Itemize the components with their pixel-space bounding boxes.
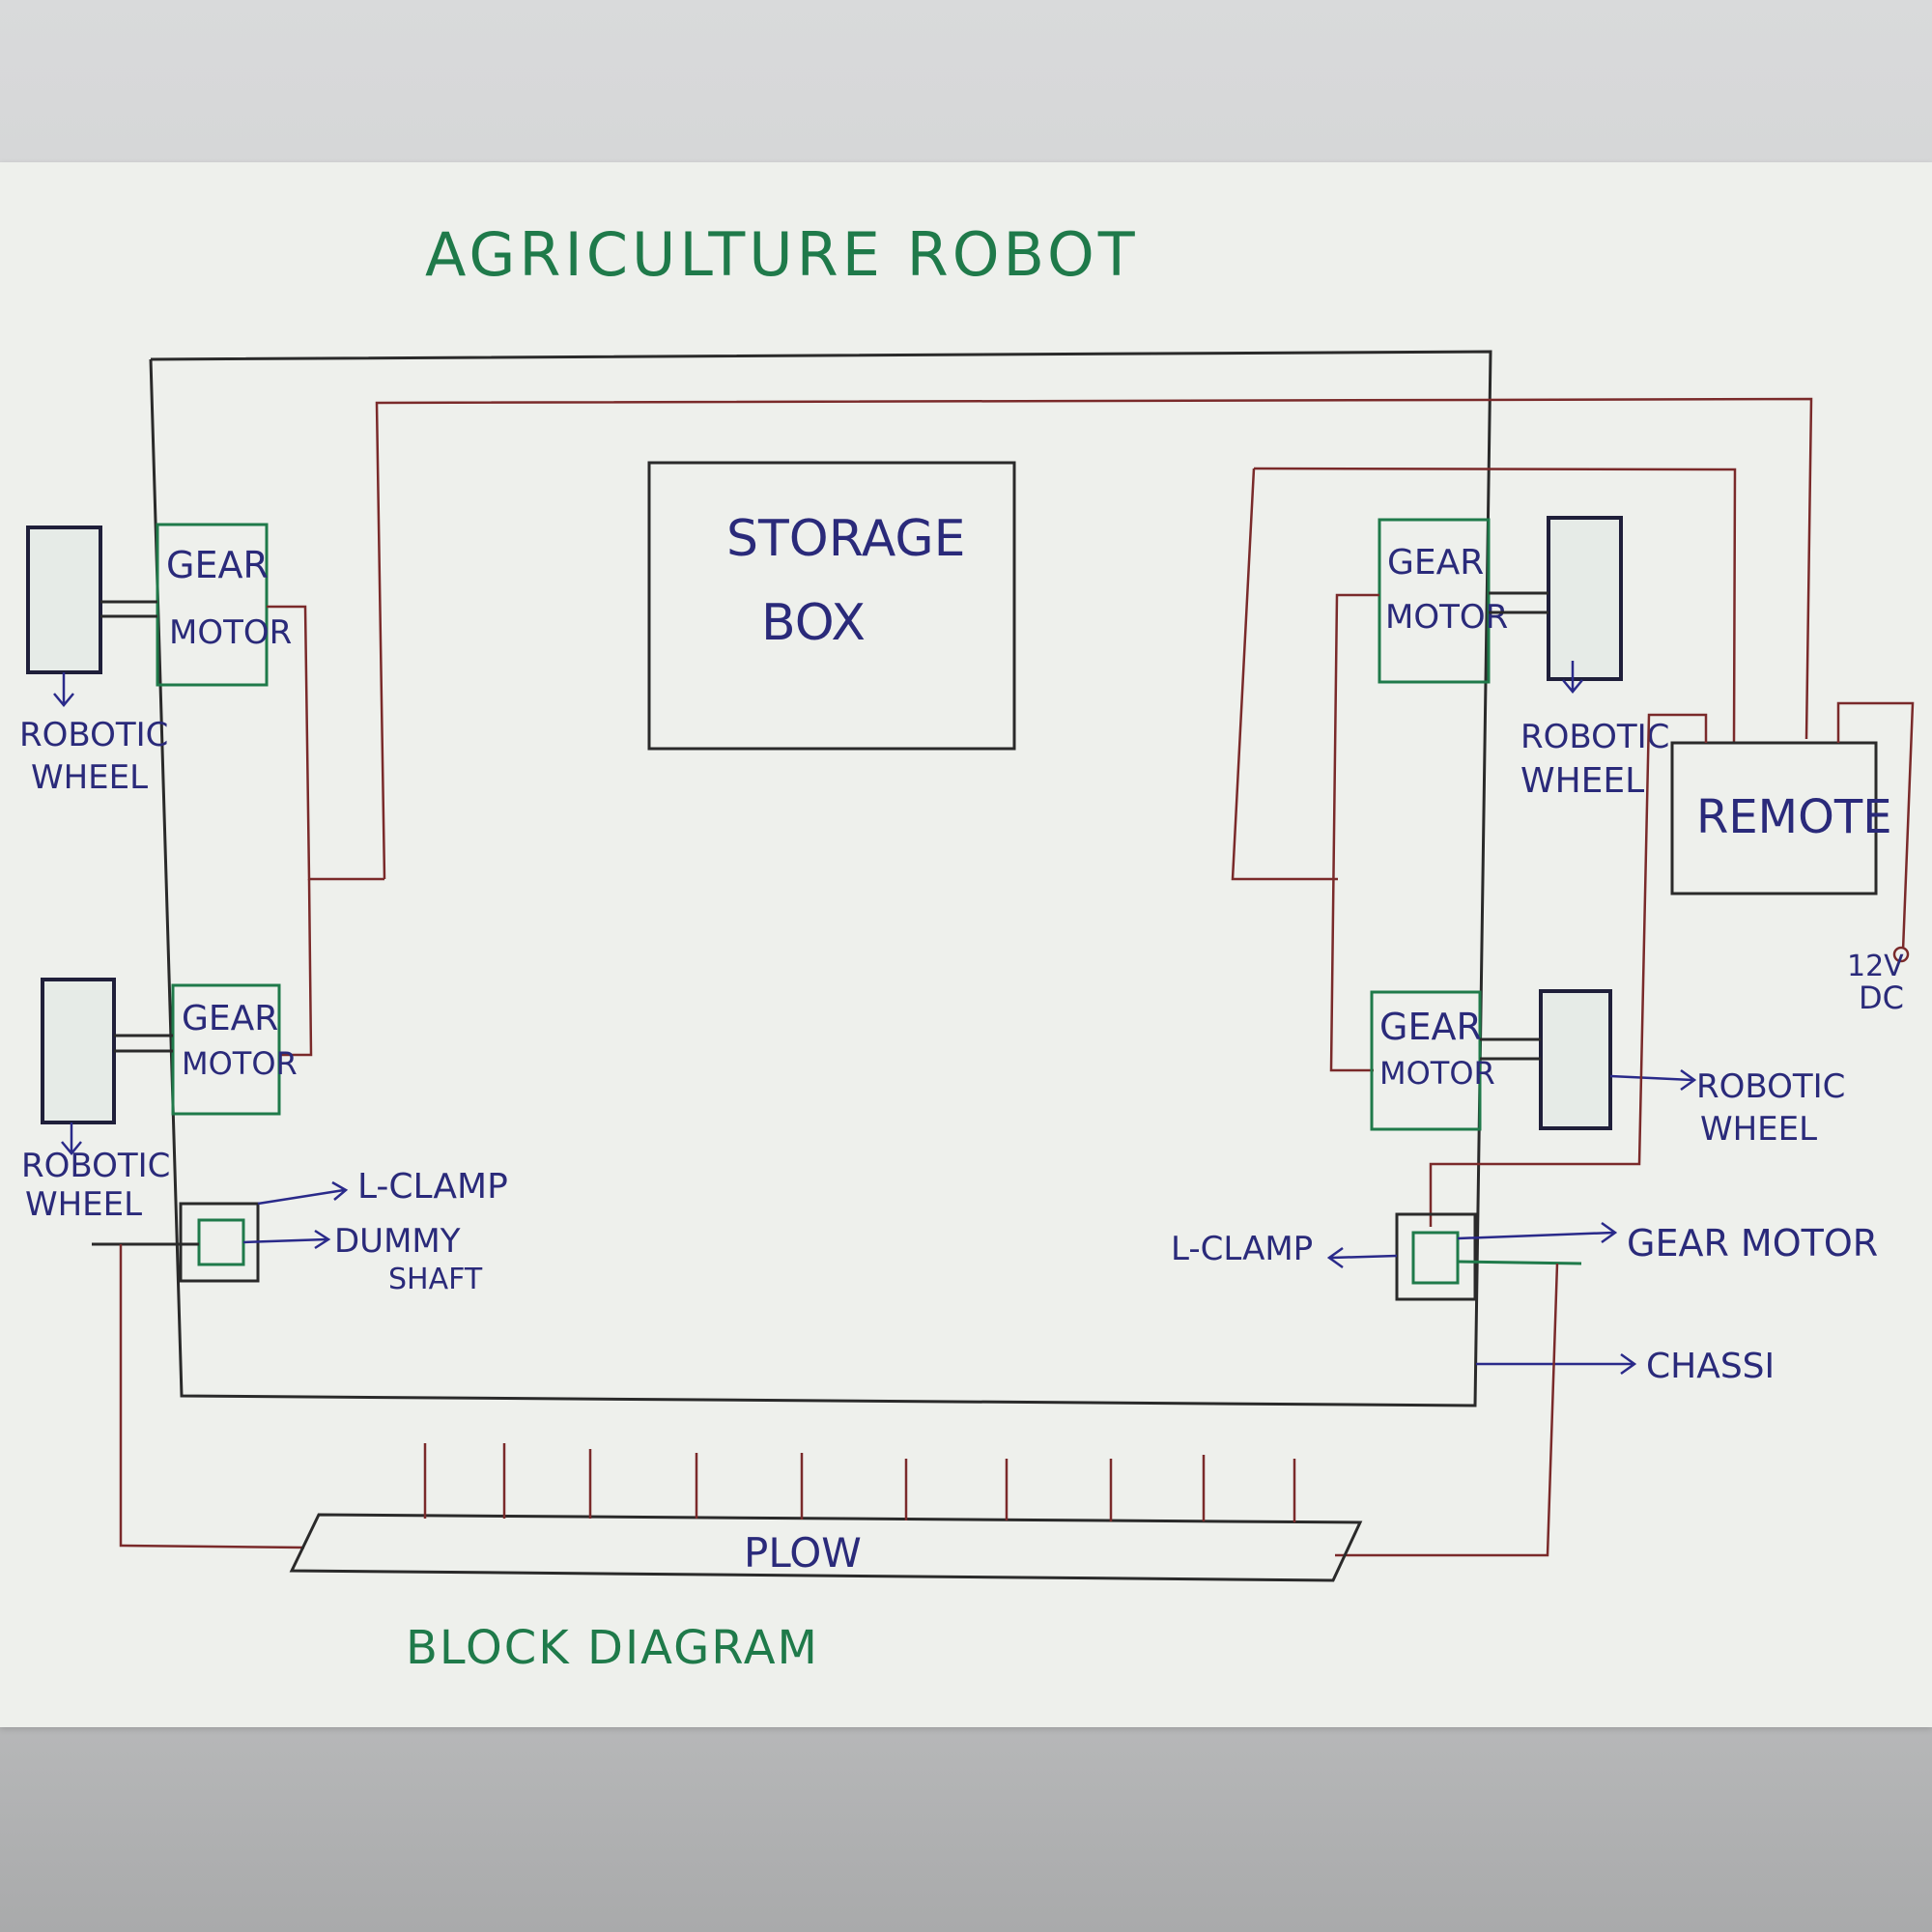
remote-label: REMOTE: [1696, 790, 1892, 844]
arrow-l-clamp-left: [257, 1180, 349, 1206]
gear-motor-left-top-label-1: GEAR: [166, 544, 269, 586]
storage-box-label-1: STORAGE: [726, 510, 966, 568]
footer-title: BLOCK DIAGRAM: [406, 1621, 819, 1675]
power-wire-right-inner: [1231, 468, 1338, 881]
gear-motor-right-bottom-label-1: GEAR: [1379, 1006, 1482, 1048]
gear-motor-right-label: GEAR MOTOR: [1627, 1222, 1878, 1264]
plow: [289, 1513, 1363, 1582]
power-input-wire: [1836, 701, 1915, 952]
gear-motor-right-top-label-1: GEAR: [1387, 543, 1484, 582]
arrow-gear-motor-right: [1457, 1221, 1618, 1244]
gear-motor-left-top-label-2: MOTOR: [169, 613, 292, 652]
gear-motor-right-top: [1378, 518, 1491, 684]
robotic-wheel-right-top: [1547, 516, 1623, 681]
l-clamp-right: [1395, 1212, 1477, 1301]
gear-motor-right-top-label-2: MOTOR: [1385, 598, 1508, 637]
arrow-dummy-shaft: [242, 1229, 331, 1250]
dummy-shaft-label-2: SHAFT: [388, 1263, 483, 1296]
arrow-left-bottom-wheel: [61, 1122, 82, 1155]
wire-left-top-motor: [267, 605, 384, 881]
robotic-wheel-right-bottom-label-2: WHEEL: [1700, 1110, 1817, 1149]
arrow-l-clamp-right: [1326, 1246, 1398, 1269]
l-clamp-left-label: L-CLAMP: [357, 1167, 508, 1207]
power-wire-right-loop: [1253, 467, 1737, 745]
gear-motor-left-top: [156, 523, 269, 687]
wire-left-bottom-motor: [280, 878, 313, 1057]
robotic-wheel-left-top-label-1: ROBOTIC: [19, 716, 168, 754]
gear-motor-right-bottom: [1370, 990, 1482, 1131]
robotic-wheel-left-bottom-label-1: ROBOTIC: [21, 1147, 170, 1185]
storage-box: [647, 461, 1016, 751]
power-terminal: [1892, 946, 1910, 963]
wire-right-top-motor: [1329, 593, 1379, 1072]
gear-motor-left-bottom-label-2: MOTOR: [182, 1045, 298, 1082]
gear-motor-right-clamp: [1411, 1231, 1460, 1285]
robotic-wheel-right-top-label-2: WHEEL: [1520, 761, 1644, 801]
robotic-wheel-left-top-label-2: WHEEL: [31, 758, 148, 797]
arrow-right-bottom-wheel: [1609, 1068, 1697, 1092]
l-clamp-right-label: L-CLAMP: [1171, 1230, 1313, 1268]
robotic-wheel-right-top-label-1: ROBOTIC: [1520, 718, 1669, 756]
robotic-wheel-right-bottom-label-1: ROBOTIC: [1696, 1067, 1845, 1106]
remote-wire-left: [1429, 713, 1708, 1227]
power-label-1: 12V: [1847, 950, 1904, 983]
power-wire-top: [375, 397, 1813, 880]
gear-motor-left-bottom-label-1: GEAR: [182, 999, 278, 1038]
clamp-shaft-right: [1457, 1260, 1582, 1265]
chassi-label: CHASSI: [1646, 1347, 1775, 1386]
power-label-2: DC: [1859, 980, 1904, 1016]
arrow-right-top-wheel: [1562, 661, 1583, 694]
robotic-wheel-left-top: [26, 526, 102, 674]
robotic-wheel-left-bottom: [41, 978, 116, 1124]
storage-box-label-2: BOX: [761, 594, 866, 652]
remote-box: [1670, 741, 1878, 895]
diagram-title: AGRICULTURE ROBOT: [425, 219, 1139, 290]
plow-wire-right: [1335, 1263, 1559, 1557]
robotic-wheel-right-bottom: [1539, 989, 1612, 1130]
plow-tines: [423, 1443, 1296, 1522]
gear-motor-right-bottom-label-2: MOTOR: [1379, 1055, 1495, 1092]
plow-label: PLOW: [744, 1529, 862, 1577]
arrow-left-top-wheel: [53, 672, 74, 707]
dummy-shaft-label-1: DUMMY: [334, 1222, 461, 1261]
robotic-wheel-left-bottom-label-2: WHEEL: [25, 1185, 142, 1224]
paper-sheet: [0, 162, 1932, 1727]
plow-wire-left: [119, 1244, 305, 1549]
dummy-shaft-left: [197, 1218, 245, 1266]
